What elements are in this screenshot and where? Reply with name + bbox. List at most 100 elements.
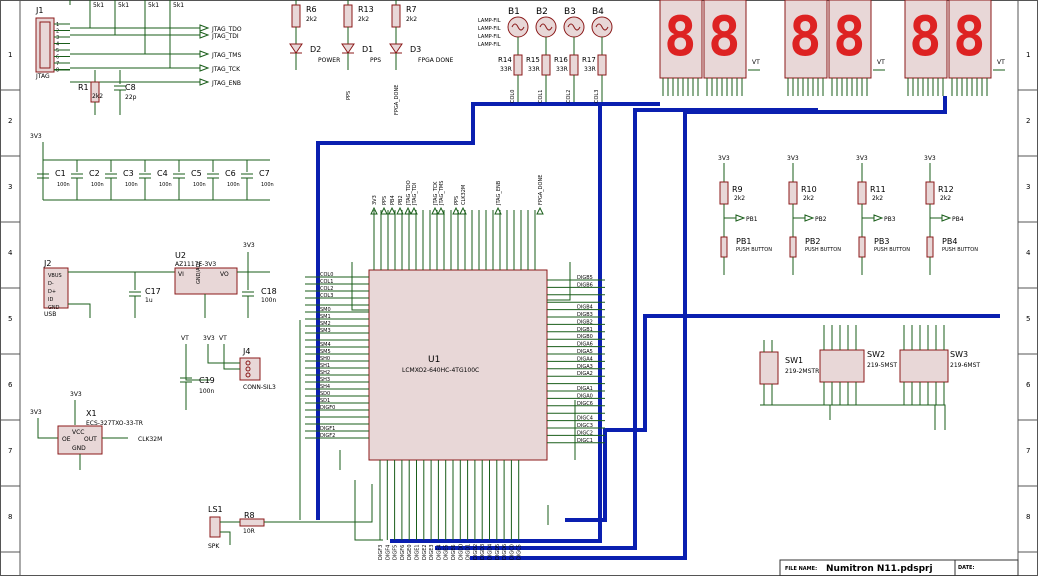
btn-res-val: 2k2 <box>872 195 883 202</box>
net-label: FPGA_DONE <box>394 85 400 115</box>
btn-name: PUSH BUTTON <box>805 247 841 253</box>
btn-ref: PB2 <box>805 237 820 246</box>
svg-text:VT: VT <box>219 335 227 342</box>
fpga-right-net: DIGB2 <box>577 319 593 325</box>
dip-switches: SW1 219-2MSTR SW2 219-5MST SW3 219-6MST <box>759 325 980 430</box>
led-ref: D1 <box>362 45 373 54</box>
svg-text:LS1: LS1 <box>208 505 223 514</box>
fpga-bottom-net: DIGE0 <box>407 544 413 560</box>
sw1: SW1 219-2MSTR <box>759 340 819 405</box>
cap-val: 100n <box>91 182 104 188</box>
led-resistor-val: 2k2 <box>406 16 417 23</box>
fpga-top-net: 3V3 <box>372 195 378 205</box>
svg-text:SW3: SW3 <box>950 350 968 359</box>
row-label-right: 2 <box>1026 117 1030 125</box>
svg-text:2k2: 2k2 <box>92 93 103 100</box>
fpga-right-net: DIGA5 <box>577 349 593 355</box>
led-ref: D3 <box>410 45 421 54</box>
fpga-left-net: SM4 <box>320 342 331 348</box>
svg-text:219-6MST: 219-6MST <box>950 362 980 369</box>
fpga-left-net: COL0 <box>320 272 333 278</box>
fpga-left-net: SM3 <box>320 328 331 334</box>
svg-text:VO: VO <box>220 271 229 278</box>
fpga-right-net: DIGB0 <box>577 334 593 340</box>
seven-seg-digit: 8 <box>833 5 866 68</box>
fpga-bottom-net: DIGC5 <box>517 544 523 560</box>
fpga-right-net: DIGC6 <box>577 401 593 407</box>
svg-text:3V3: 3V3 <box>203 335 215 342</box>
fpga-top-net: CLK32M <box>461 185 467 205</box>
bus-lines <box>316 96 1000 560</box>
row-label-right: 4 <box>1026 249 1031 257</box>
lamp-label: LAMP-FIL <box>478 42 501 48</box>
fpga-top-net: PPS <box>382 196 388 205</box>
svg-text:100n: 100n <box>261 297 276 304</box>
fpga-top-net: PB4 <box>390 195 396 205</box>
fpga-right-net: DIGA2 <box>577 371 593 377</box>
cap-val: 100n <box>125 182 138 188</box>
fpga-left-net: SD0 <box>320 391 330 397</box>
btn-res-ref: R9 <box>732 185 743 194</box>
jtag-pin-num: 6 <box>56 55 59 61</box>
svg-text:CLK32M: CLK32M <box>138 436 162 443</box>
jtag-pin-num: 7 <box>56 61 59 67</box>
usb-pin: GND <box>48 305 60 311</box>
fpga-left-net: SH3 <box>320 377 330 383</box>
fpga-bottom-net: DIGF3 <box>378 545 384 560</box>
fpga-left-net: SM0 <box>320 307 331 313</box>
cap-val: 100n <box>193 182 206 188</box>
title-block: FILE NAME: Numitron N11.pdsprj DATE: <box>779 559 1019 576</box>
bulb-ref: B2 <box>536 7 548 17</box>
vt-label: VT <box>877 59 885 66</box>
cap-val: 100n <box>227 182 240 188</box>
fpga-top-net: PPS <box>454 196 460 205</box>
fpga-left-net: COL3 <box>320 293 333 299</box>
led-ref: D2 <box>310 45 321 54</box>
svg-text:1u: 1u <box>145 297 153 304</box>
jtag-pin-num: 2 <box>56 29 59 35</box>
fpga-bottom-net: DIGE5 <box>444 544 450 560</box>
row-label-right: 3 <box>1026 183 1030 191</box>
resistor-value: 5k1 <box>118 2 129 9</box>
fpga-top-net: JTAG_TCK <box>433 181 439 206</box>
conn-sil3: VT 3V3 VT J4 CONN-SIL3 C19 100n <box>180 335 276 410</box>
vt-label: VT <box>752 59 760 66</box>
seven-seg-digit: 8 <box>708 5 741 68</box>
lamp-label: LAMP-FIL <box>478 34 501 40</box>
fpga-right-net: DIGC4 <box>577 416 593 422</box>
vt-label: VT <box>997 59 1005 66</box>
fpga-bottom-net: DIGF4 <box>385 545 391 560</box>
svg-text:OE: OE <box>62 436 71 443</box>
svg-text:Numitron N11.pdsprj: Numitron N11.pdsprj <box>826 564 933 574</box>
net-label: PPS <box>346 91 352 100</box>
cap-ref: C7 <box>259 169 270 178</box>
lamp-res-ref: R14 <box>498 56 512 64</box>
net-label: COL1 <box>538 90 544 103</box>
fpga-bottom-net: DIGE2 <box>422 544 428 560</box>
net-label: COL2 <box>566 90 572 103</box>
fpga-right-net: DIGB3 <box>577 312 593 318</box>
row-label-left: 6 <box>8 381 13 389</box>
fpga-left-net: SH2 <box>320 370 330 376</box>
led-name: POWER <box>318 57 340 64</box>
led-resistor-ref: R7 <box>406 5 417 14</box>
svg-text:22p: 22p <box>125 94 137 101</box>
seven-seg-digit: 8 <box>953 5 986 68</box>
seven-seg-digit: 8 <box>664 5 697 68</box>
btn-name: PUSH BUTTON <box>942 247 978 253</box>
seven-seg-digit: 8 <box>789 5 822 68</box>
fpga-left-net: SM5 <box>320 349 331 355</box>
sw2: SW2 219-5MST <box>819 325 897 405</box>
svg-text:GND: GND <box>72 445 86 452</box>
svg-text:J2: J2 <box>43 259 51 268</box>
btn-res-ref: R10 <box>801 185 817 194</box>
cap-ref: C1 <box>55 169 66 178</box>
row-label-left: 2 <box>8 117 12 125</box>
led-resistor-val: 2k2 <box>306 16 317 23</box>
svg-text:GND/ADJ: GND/ADJ <box>196 262 202 284</box>
svg-text:SW2: SW2 <box>867 350 885 359</box>
resistor-value: 5k1 <box>148 2 159 9</box>
fpga-left-net: SM2 <box>320 321 331 327</box>
